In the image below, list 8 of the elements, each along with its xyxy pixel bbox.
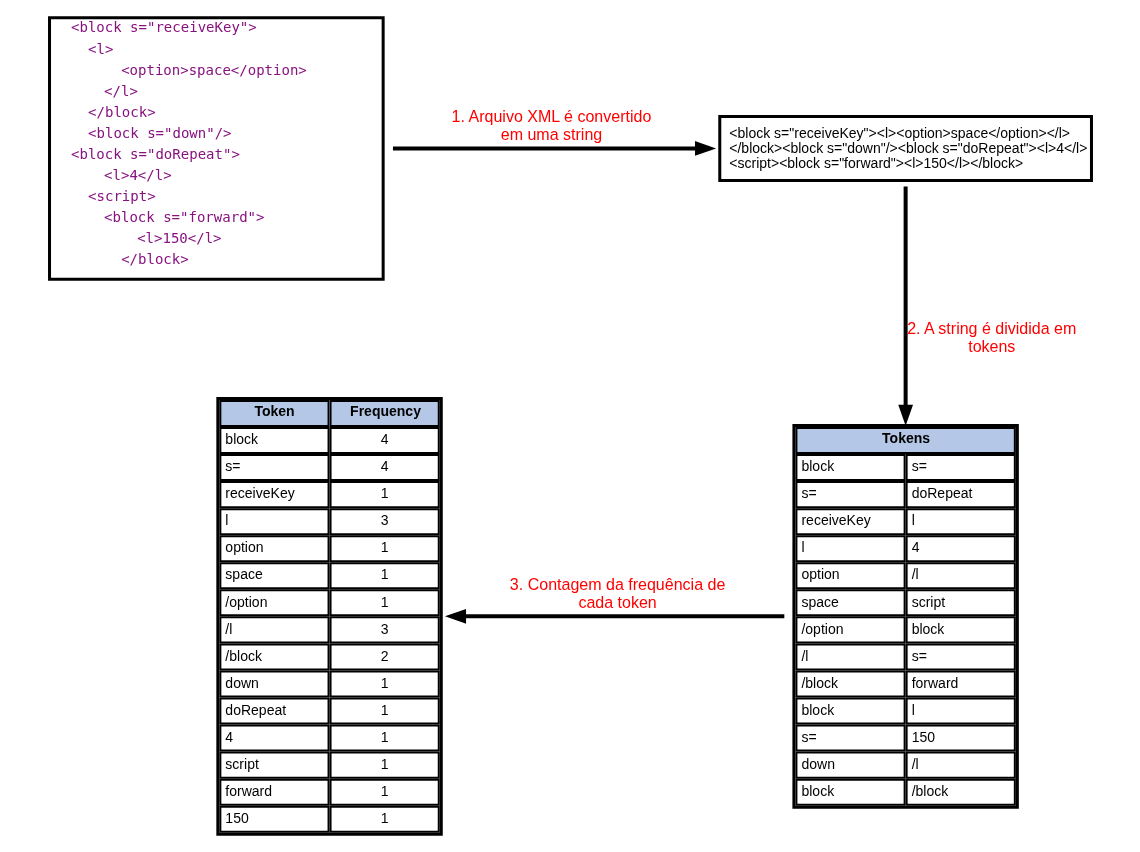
- edge-label: 1. Arquivo XML é convertido em uma string: [451, 107, 651, 144]
- arrow: [392, 141, 716, 156]
- edge-label: 3. Contagem da frequência de cada token: [509, 575, 725, 612]
- edge-label: 2. A string é dividida em tokens: [906, 318, 1076, 355]
- node-box: <block s="receiveKey"><l><option>space</option></l> </block><block s="down"/><block s="doRepeat"><l>4</l> <script><block s="forward"><l>150</l></block>: [717, 114, 1093, 183]
- arrow: [897, 186, 913, 426]
- arrow: [444, 608, 784, 624]
- node-box: <block s="receiveKey"> <l> <option>space</option> </l> </block> <block s="down"/> <block s="doRepeat"> <l>4</l> <script> <block s="forward"> <l>150</l> </block>: [47, 16, 385, 281]
